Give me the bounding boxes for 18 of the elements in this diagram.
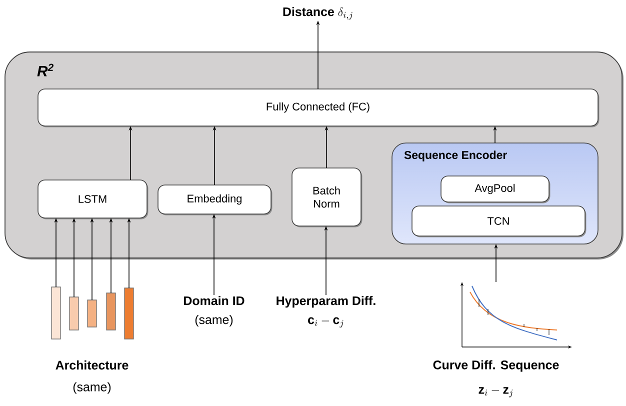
layer-box: LSTM — [38, 180, 148, 220]
node-label: Curve Diff. Sequence — [433, 360, 559, 372]
layer-box: TCN — [412, 206, 586, 238]
formula: $\mathbf{z}_i - \mathbf{z}_j$ — [478, 387, 513, 398]
layer-box: Embedding — [158, 184, 272, 216]
layer-box: Batch Norm — [292, 168, 362, 228]
output-label: Distance $\delta_{i,j}$ — [283, 7, 352, 20]
input-label: Hyperparam Diff. $\mathbf{c}_i - \mathbf{c}_j$ — [276, 296, 376, 328]
bar — [87, 300, 97, 328]
bar — [124, 288, 134, 340]
note: (same) — [73, 382, 111, 394]
bar — [106, 292, 116, 330]
bar — [51, 286, 61, 340]
layer-box: AvgPool — [440, 176, 550, 204]
input-label: Domain ID (same) — [184, 296, 244, 327]
bar — [69, 296, 79, 330]
layer-box: Fully Connected (FC) — [38, 88, 600, 128]
input-label: Architecture — [56, 360, 128, 370]
